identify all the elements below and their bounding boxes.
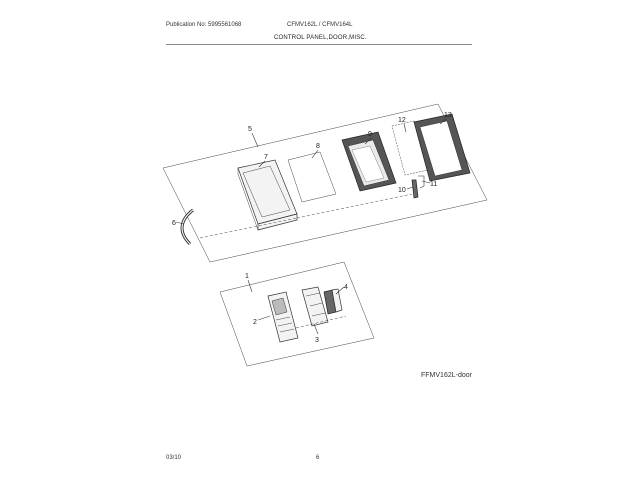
callout-11: 11 (430, 181, 437, 188)
control-panel-part (267, 291, 299, 343)
control-panel-outline (219, 261, 375, 367)
callout-4: 4 (344, 284, 348, 291)
callout-9: 9 (368, 131, 372, 138)
publication-number: Publication No: 5995561068 (166, 22, 242, 28)
callout-8: 8 (316, 143, 320, 150)
lever-part (323, 288, 343, 315)
door-choke-part (341, 131, 397, 192)
door-window-part (287, 151, 337, 203)
callout-13: 13 (444, 112, 452, 119)
callout-5: 5 (248, 126, 252, 133)
door-seal-part (413, 113, 471, 182)
page-number: 6 (316, 455, 320, 461)
diagram-id: FFMV162L-door (421, 372, 472, 379)
footer-date: 03/10 (166, 455, 182, 461)
callout-3: 3 (315, 337, 319, 344)
section-title: CONTROL PANEL,DOOR,MISC. (274, 35, 367, 41)
callout-12: 12 (398, 117, 406, 124)
model-numbers: CFMV162L / CFMV164L (287, 22, 353, 28)
latch-spring-part (418, 175, 425, 189)
callout-6: 6 (172, 220, 176, 227)
latch-hook-part (411, 179, 419, 199)
control-board-part (301, 286, 329, 327)
callout-2: 2 (253, 319, 257, 326)
callout-10: 10 (398, 187, 406, 194)
header-rule (166, 44, 472, 45)
door-assembly-outline (162, 103, 488, 263)
door-frame-part (237, 159, 298, 231)
callout-7: 7 (264, 154, 268, 161)
callout-1: 1 (245, 273, 249, 280)
